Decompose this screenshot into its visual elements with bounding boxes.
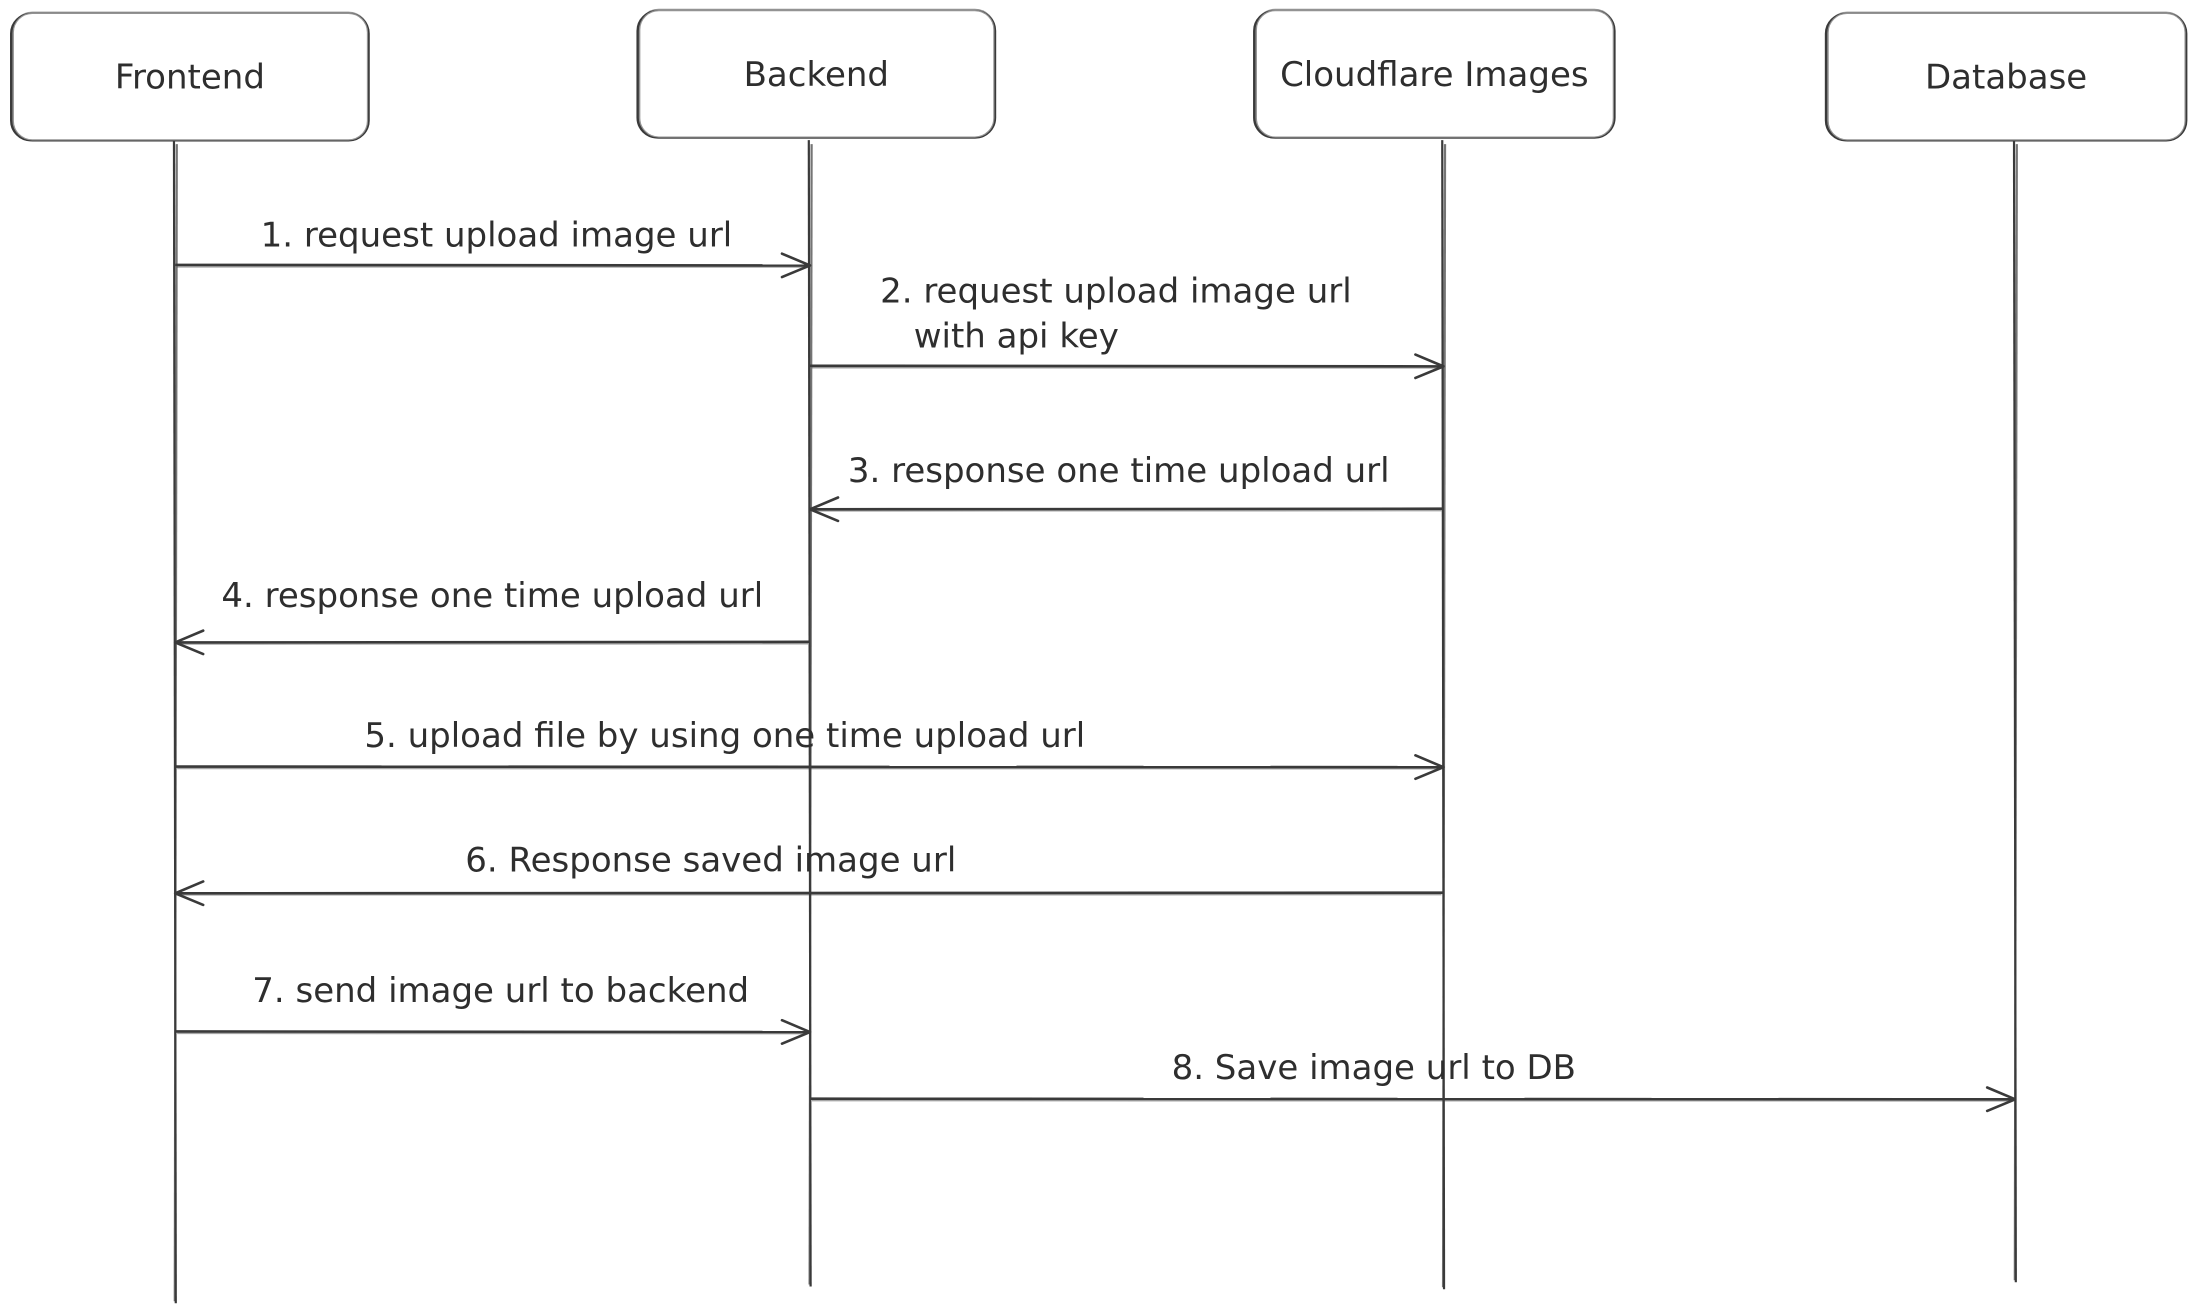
- message-3: 3. response one time upload url: [808, 451, 1444, 523]
- message-6: 6. Response saved image url: [173, 841, 1444, 907]
- message-label-6: 6. Response saved image url: [465, 841, 956, 881]
- actor-label-backend: Backend: [744, 55, 889, 95]
- message-arrow-8: [810, 1097, 2016, 1101]
- message-2: 2. request upload image url with api key: [810, 272, 1445, 380]
- message-label-2-line-2: with api key: [914, 317, 1119, 357]
- message-arrowhead-3: [808, 496, 840, 523]
- message-label-8: 8. Save image url to DB: [1172, 1048, 1576, 1088]
- actor-cloudflare: Cloudflare Images: [1253, 8, 1616, 139]
- lifeline-database: [2012, 140, 2018, 1283]
- actors: Frontend Backend Cloudflare Images Database: [10, 8, 2188, 142]
- message-5: 5. upload file by using one time upload …: [175, 716, 1445, 781]
- lifeline-backend: [807, 140, 813, 1287]
- messages: 1. request upload image url 2. request up…: [173, 216, 2017, 1113]
- message-1: 1. request upload image url: [175, 216, 812, 279]
- message-arrow-5: [175, 765, 1444, 769]
- message-arrowhead-2: [1414, 353, 1445, 380]
- lifeline-frontend: [172, 140, 178, 1304]
- message-arrow-6: [175, 891, 1444, 895]
- message-label-5: 5. upload file by using one time upload …: [364, 716, 1085, 756]
- message-8: 8. Save image url to DB: [810, 1048, 2017, 1113]
- message-arrow-4: [175, 640, 811, 644]
- actor-label-frontend: Frontend: [115, 58, 265, 98]
- message-label-2-line-1: 2. request upload image url: [880, 272, 1352, 312]
- message-arrow-7: [175, 1030, 811, 1034]
- message-arrowhead-7: [780, 1018, 812, 1045]
- actor-frontend: Frontend: [10, 11, 370, 142]
- message-arrowhead-6: [173, 880, 205, 907]
- message-arrow-1: [175, 263, 811, 267]
- message-label-3: 3. response one time upload url: [848, 451, 1390, 491]
- actor-database: Database: [1824, 11, 2188, 142]
- message-arrow-3: [810, 507, 1444, 511]
- message-label-4: 4. response one time upload url: [221, 576, 763, 616]
- message-arrowhead-4: [173, 629, 205, 656]
- message-arrowhead-5: [1414, 754, 1445, 781]
- message-4: 4. response one time upload url: [173, 576, 811, 656]
- actor-backend: Backend: [636, 8, 997, 139]
- actor-label-cloudflare: Cloudflare Images: [1280, 55, 1589, 95]
- message-label-1: 1. request upload image url: [261, 216, 733, 256]
- message-7: 7. send image url to backend: [175, 971, 812, 1045]
- message-arrowhead-8: [1985, 1086, 2017, 1113]
- message-arrow-2: [810, 364, 1444, 368]
- lifeline-cloudflare: [1441, 140, 1447, 1290]
- message-arrowhead-1: [780, 252, 812, 279]
- lifelines: [172, 140, 2018, 1304]
- actor-label-database: Database: [1925, 58, 2087, 98]
- message-label-7: 7. send image url to backend: [252, 971, 749, 1011]
